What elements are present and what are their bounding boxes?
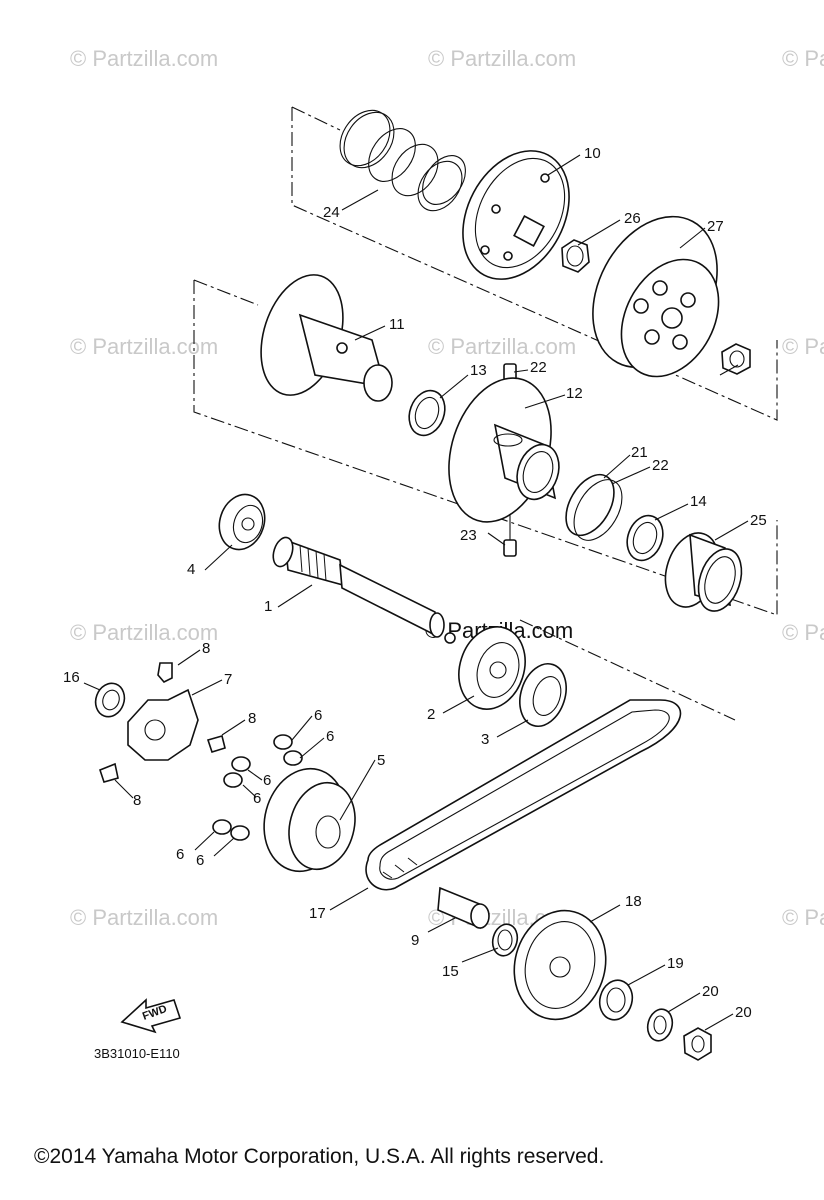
callout-13: 18 [625,893,642,910]
part-16-nut [683,1027,712,1061]
callout-8: 8 [202,640,210,657]
callout-11: 16 [63,669,80,686]
callout-14: 19 [667,955,684,972]
part-10-washer [491,923,519,957]
part-14-sheave-cap [598,979,634,1021]
callout-6: 6 [176,846,184,863]
watermark: © Partzilla.com [782,46,824,71]
callout-10: 15 [442,963,459,980]
watermark: © Partzilla.com [70,620,218,645]
callout-20: 13 [470,362,487,379]
callout-6: 6 [253,790,261,807]
callout-20: 14 [690,493,707,510]
watermark: © Partzilla.com [70,334,218,359]
part-6-weight [212,734,303,841]
callout-23: 24 [323,204,340,221]
part-7-cam [127,688,199,761]
part-17-clutch-carrier [462,150,570,280]
callout-2: 2 [427,706,435,723]
callout-24: 25 [750,512,767,529]
part-27-nut [721,343,751,375]
callout-8: 8 [133,792,141,809]
callout-numbers: 10 26 27 24 11 13 22 12 21 22 23 14 25 4… [63,145,767,1021]
part-24-collar [664,532,743,612]
callout-4: 4 [187,561,195,578]
callout-22: 23 [460,527,477,544]
watermark: © Partzilla.com [782,334,824,359]
part-18-secondary-fixed-sheave [260,274,393,402]
assembly-frames [193,106,778,721]
callout-6: 6 [326,728,334,745]
callout-22: 22 [530,359,547,376]
part-20-oil-seal [408,389,446,437]
callout-6: 6 [196,852,204,869]
watermark: © Partzilla.com [782,905,824,930]
part-1-primary-shaft [272,536,456,644]
callout-17: 10 [584,145,601,162]
part-4-bearing [218,493,266,551]
watermark: © Partzilla.com [70,46,218,71]
callout-16: 20 [735,1004,752,1021]
part-11-washer [94,682,126,718]
watermark: © Partzilla.com [70,905,218,930]
part-9-collar [437,886,490,930]
part-8-slider [99,662,226,783]
part-13-primary-fixed-sheave [513,909,607,1021]
part-20-oil-seal-lower [626,514,664,562]
leader-lines [83,154,749,1031]
part-2-bearing [458,626,526,710]
callout-7: 7 [224,671,232,688]
callout-21: 21 [631,444,648,461]
part-12-v-belt [365,699,682,891]
part-26-clutch-housing [592,215,720,378]
fwd-arrow-icon: FWD [120,998,182,1034]
part-3-oil-seal [519,663,567,727]
callout-9: 9 [411,932,419,949]
diagram-code: 3B31010-E110 [94,1046,180,1061]
part-19-secondary-sliding-sheave [448,377,560,523]
callout-12: 17 [309,905,326,922]
part-15-washer [646,1008,674,1042]
callout-15: 20 [702,983,719,1000]
callout-1: 1 [264,598,272,615]
callout-6: 6 [263,772,271,789]
watermark-layer: © Partzilla.com © Partzilla.com © Partzi… [70,46,824,930]
callout-19: 12 [566,385,583,402]
copyright-footer: ©2014 Yamaha Motor Corporation, U.S.A. A… [34,1145,604,1168]
callout-6: 6 [314,707,322,724]
watermark: © Partzilla.com [428,46,576,71]
callout-25: 26 [624,210,641,227]
watermark: © Partzilla.com [782,620,824,645]
callout-3: 3 [481,731,489,748]
callout-8: 8 [248,710,256,727]
part-5-primary-sliding-sheave [263,767,356,873]
callout-5: 5 [377,752,385,769]
callout-26: 27 [707,218,724,235]
part-23-spring [339,109,466,212]
callout-18: 11 [389,316,405,333]
watermark: © Partzilla.com [428,334,576,359]
part-21-o-ring [565,473,623,541]
part-25-nut [561,239,590,273]
callout-21: 22 [652,457,669,474]
